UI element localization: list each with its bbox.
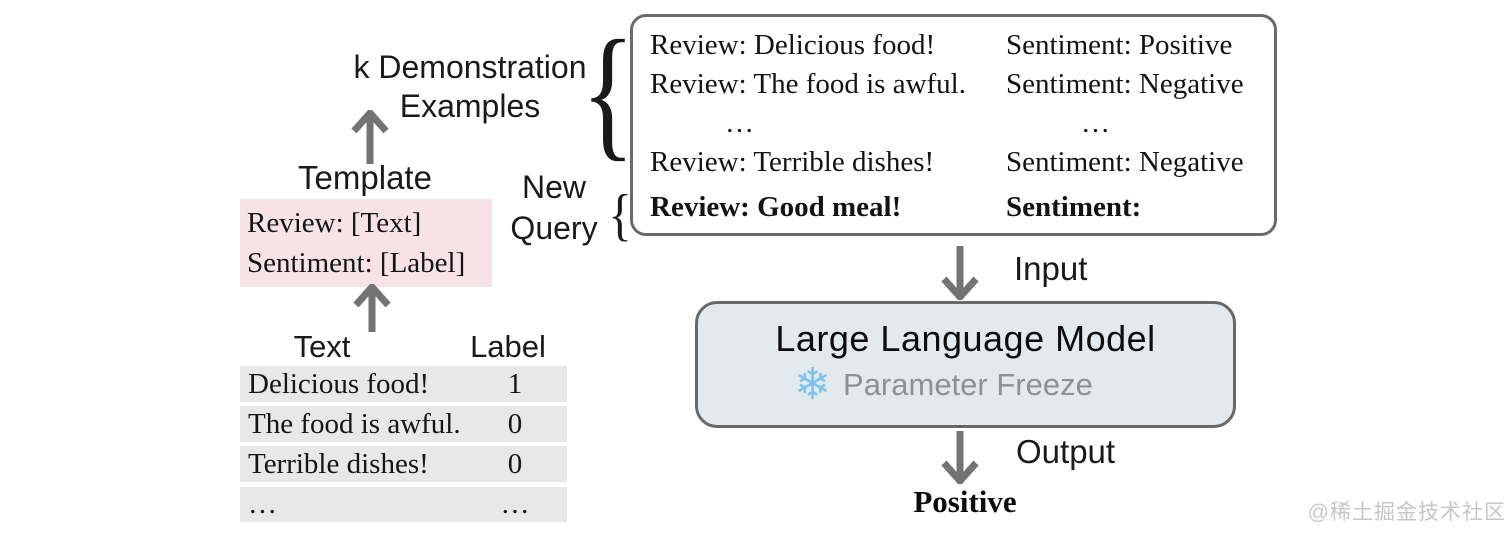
table-header: Text Label bbox=[240, 329, 567, 365]
new-query-label: New Query bbox=[495, 167, 613, 249]
template-box: Review: [Text] Sentiment: [Label] bbox=[240, 199, 492, 287]
table-row: Terrible dishes! 0 bbox=[240, 446, 567, 482]
demo-examples-label: k Demonstration Examples bbox=[350, 48, 590, 126]
llm-title: Large Language Model bbox=[775, 318, 1156, 359]
demo-brace-icon: { bbox=[581, 8, 635, 174]
table-header-text: Text bbox=[293, 329, 351, 364]
down-arrow-icon bbox=[941, 246, 979, 300]
row-text: Delicious food! bbox=[248, 367, 430, 400]
parameter-freeze-label: Parameter Freeze bbox=[843, 367, 1093, 402]
row-label: 0 bbox=[507, 447, 523, 480]
sentiment-text: Sentiment: Negative bbox=[1006, 146, 1244, 178]
table-row: The food is awful. 0 bbox=[240, 406, 567, 442]
watermark: @稀土掘金技术社区 bbox=[1307, 501, 1506, 524]
prompt-row-ellipsis: … … bbox=[650, 104, 1274, 143]
row-label: … bbox=[500, 488, 530, 520]
sentiment-text: Sentiment: Positive bbox=[1006, 29, 1233, 61]
table-row: Delicious food! 1 bbox=[240, 366, 567, 402]
template-label: Template bbox=[298, 159, 432, 196]
review-text: Review: Delicious food! bbox=[650, 29, 936, 61]
new-query-label-line2: Query bbox=[510, 210, 598, 246]
row-text: Terrible dishes! bbox=[248, 447, 429, 480]
sentiment-text: Sentiment: bbox=[1006, 191, 1142, 223]
table-header-label: Label bbox=[470, 329, 546, 364]
review-text: Review: Good meal! bbox=[650, 191, 902, 223]
up-arrow-icon bbox=[353, 284, 391, 332]
table-row: … … bbox=[240, 487, 567, 522]
demo-examples-label-line2: Examples bbox=[399, 88, 541, 124]
row-label: 1 bbox=[507, 367, 523, 400]
template-box-review-line: Review: [Text] bbox=[247, 207, 422, 239]
review-text: … bbox=[725, 107, 754, 139]
prompt-row-new-query: Review: Good meal! Sentiment: bbox=[650, 188, 1274, 227]
parameter-freeze-row: ❄ Parameter Freeze bbox=[676, 363, 1211, 407]
prompt-box: Review: Delicious food! Sentiment: Posit… bbox=[630, 14, 1277, 236]
prompt-row: Review: Terrible dishes! Sentiment: Nega… bbox=[650, 143, 1274, 182]
row-label: 0 bbox=[507, 407, 523, 440]
sentiment-text: Sentiment: Negative bbox=[1006, 68, 1244, 100]
query-brace-icon: { bbox=[608, 183, 632, 247]
demo-examples-label-line1: k Demonstration bbox=[353, 49, 587, 85]
llm-box: Large Language Model ❄ Parameter Freeze bbox=[695, 301, 1236, 428]
snowflake-icon: ❄ bbox=[794, 360, 832, 409]
prompt-row: Review: Delicious food! Sentiment: Posit… bbox=[650, 26, 1274, 65]
review-text: Review: The food is awful. bbox=[650, 68, 966, 100]
sentiment-text: … bbox=[1081, 107, 1110, 139]
template-box-sentiment-line: Sentiment: [Label] bbox=[247, 247, 466, 279]
result-text: Positive bbox=[913, 484, 1017, 519]
source-table: Delicious food! 1 The food is awful. 0 T… bbox=[240, 366, 567, 526]
row-text: The food is awful. bbox=[248, 407, 461, 440]
input-label: Input bbox=[1014, 250, 1088, 287]
output-label: Output bbox=[1016, 433, 1116, 470]
up-arrow-icon bbox=[351, 110, 389, 164]
new-query-label-line1: New bbox=[521, 169, 586, 205]
row-text: … bbox=[248, 488, 277, 520]
down-arrow-icon bbox=[941, 431, 979, 484]
prompt-row: Review: The food is awful. Sentiment: Ne… bbox=[650, 65, 1274, 104]
review-text: Review: Terrible dishes! bbox=[650, 146, 935, 178]
